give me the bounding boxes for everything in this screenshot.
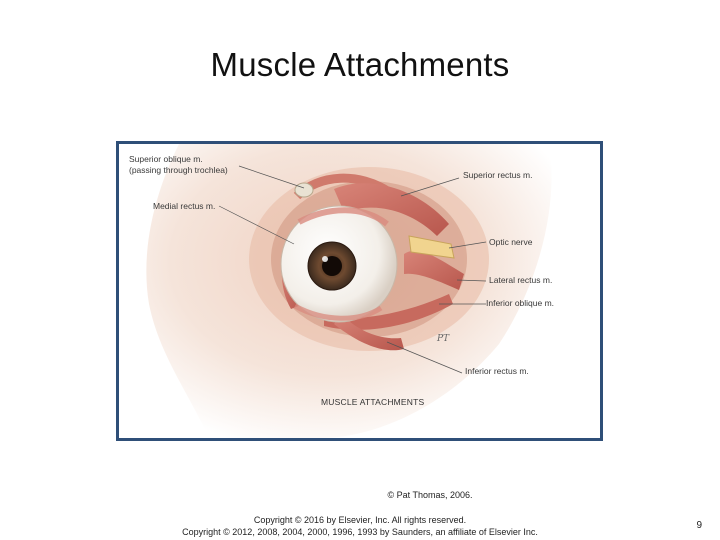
copyright-line-2: Copyright © 2012, 2008, 2004, 2000, 1996…: [150, 526, 570, 538]
label-inferior-rectus: Inferior rectus m.: [465, 366, 529, 376]
label-medial-rectus: Medial rectus m.: [153, 201, 215, 211]
svg-text:PT: PT: [436, 334, 450, 344]
page-number: 9: [696, 520, 702, 531]
label-superior-rectus: Superior rectus m.: [463, 170, 532, 180]
copyright-notice: Copyright © 2016 by Elsevier, Inc. All r…: [150, 514, 570, 538]
label-inferior-oblique: Inferior oblique m.: [486, 298, 554, 308]
copyright-line-1: Copyright © 2016 by Elsevier, Inc. All r…: [150, 514, 570, 526]
label-superior-oblique-note: (passing through trochlea): [129, 165, 228, 175]
eye-illustration: PT: [119, 144, 600, 438]
slide-title: Muscle Attachments: [0, 46, 720, 84]
label-optic-nerve: Optic nerve: [489, 237, 532, 247]
label-superior-oblique: Superior oblique m.: [129, 154, 203, 164]
trochlea: [295, 183, 313, 197]
photo-credit: © Pat Thomas, 2006.: [0, 490, 720, 500]
label-lateral-rectus: Lateral rectus m.: [489, 275, 552, 285]
figure-caption: MUSCLE ATTACHMENTS: [321, 397, 424, 407]
eye-muscle-figure: PT Superior oblique m. (passing through …: [116, 141, 603, 441]
